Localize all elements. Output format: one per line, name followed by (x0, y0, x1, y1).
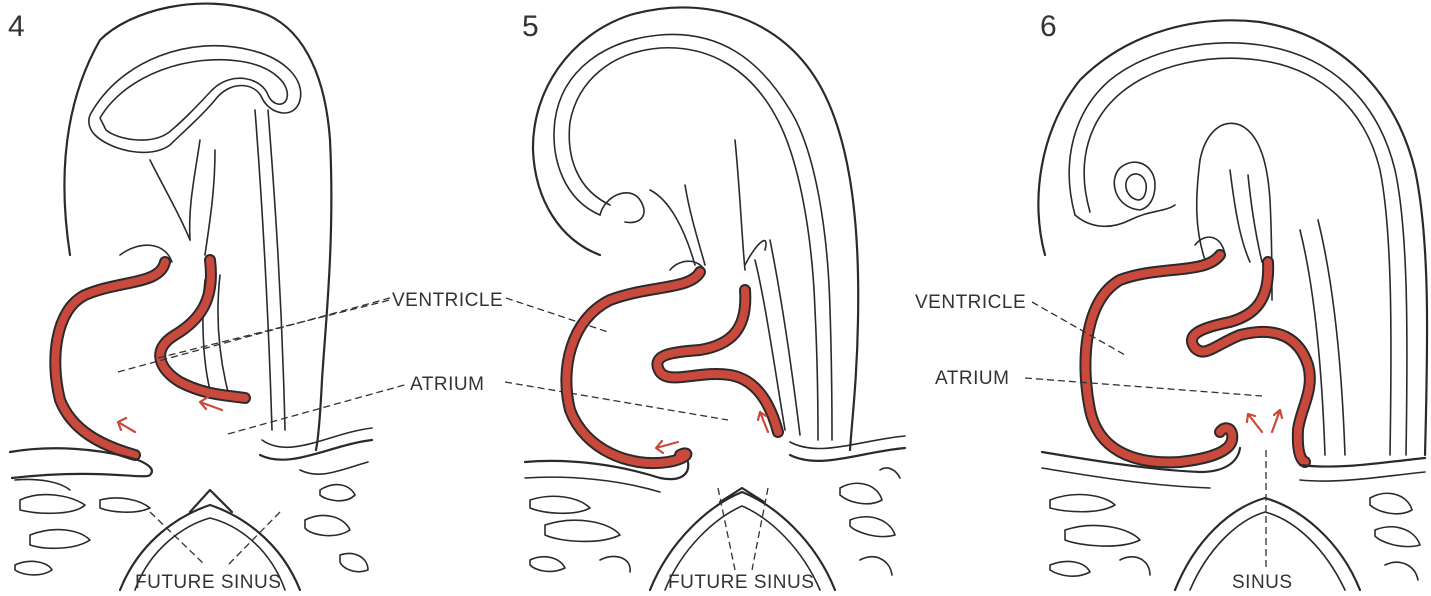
panel-6-vessel-6 (1375, 527, 1420, 547)
panel-4-vessel-9 (300, 462, 368, 474)
panel-5-heart-inner (657, 290, 778, 432)
panel-5-vessel-8 (880, 468, 900, 478)
panel-5-foregut-cap (600, 193, 644, 223)
panel-5-body-wall-right-2 (790, 436, 905, 449)
panel-4-vessel-7 (340, 553, 368, 571)
panel-4-atrium-label: ATRIUM (410, 374, 484, 395)
panel-6-foregut-inner-2 (1248, 175, 1262, 262)
panel-5-foregut-2 (685, 185, 705, 265)
panel-5-heart-inner-red (657, 290, 778, 432)
panel-6-arrow-right (1272, 410, 1282, 432)
panel-5-body-wall-right (790, 448, 905, 461)
panel-6-ventricle-label: VENTRICLE (915, 292, 1026, 313)
panel-4-number: 4 (8, 10, 25, 43)
panel-4: 4 (8, 4, 408, 593)
panel-6-foregut-left (1197, 160, 1205, 260)
panel-4-vessel-5 (320, 485, 355, 501)
panel-4-sinus-peak (190, 490, 232, 512)
panel-4-vessel-6 (305, 515, 350, 535)
panel-6-heart-inner (1192, 262, 1310, 462)
panel-6-atrium-leader (1025, 378, 1262, 396)
panel-6-foregut-inner (1230, 170, 1250, 262)
panel-4-foregut-left (150, 160, 190, 240)
panel-6-vessel-7 (1385, 562, 1418, 580)
panel-6-ventricle-leader (1032, 302, 1125, 355)
panel-5-vessel-7 (860, 557, 892, 575)
panel-4-vessel-1 (20, 495, 85, 514)
panel-4-foregut-mid (190, 140, 200, 240)
panel-4-dorsal-line-1 (255, 110, 272, 430)
panel-6-eye-inner (1126, 174, 1146, 200)
panel-6-atrium-label: ATRIUM (935, 368, 1009, 389)
panel-5-atrium-leader (505, 382, 728, 420)
panel-4-embryo-outline (64, 4, 331, 450)
panel-5-sinus-label: FUTURE SINUS (668, 572, 814, 593)
panel-4-arrow-left (118, 418, 135, 432)
panel-4-vessel-4 (100, 498, 150, 512)
panel-5-number: 5 (522, 10, 539, 43)
panel-5: 5 FUTURE SINUS (522, 7, 905, 593)
panel-4-ventricle-label: VENTRICLE (392, 290, 503, 311)
panel-6-body-wall-right (1300, 458, 1425, 467)
panel-4-foregut-right (205, 150, 215, 255)
panel-6-vessel-3 (1050, 561, 1090, 576)
panel-4-sinus-label: FUTURE SINUS (135, 572, 281, 593)
panel-5-heart-outer-red (566, 272, 700, 463)
panel-5-vessel-6 (850, 517, 895, 537)
panel-6-vessel-4 (1120, 557, 1150, 575)
panel-4-vessel-2 (30, 530, 90, 549)
panel-6-vessel-2 (1065, 525, 1140, 546)
panel-6-number: 6 (1040, 10, 1057, 43)
panel-5-vessel-5 (840, 483, 882, 503)
panel-6: 6 VENTRICLE (915, 10, 1427, 593)
panel-6-eye-outer (1114, 162, 1155, 210)
panel-6-arrow-left (1247, 414, 1262, 432)
panel-6-vessel-5 (1370, 493, 1412, 513)
panel-6-vessel-1 (1050, 495, 1115, 512)
panel-4-vessel-8 (15, 479, 70, 490)
panel-6-head-fold-bottom (1075, 205, 1175, 226)
panel-5-foregut-3 (735, 140, 745, 270)
panel-4-sinus-leader-right (228, 512, 280, 565)
panel-5-vessel-4 (600, 556, 630, 572)
panel-6-head-fold-inner (1084, 58, 1391, 455)
panel-6-dorsal-2 (1318, 220, 1345, 455)
panel-6-head-fold (1069, 43, 1407, 455)
panel-5-vessel-3 (530, 557, 565, 572)
panel-5-body-wall-left-2 (525, 477, 660, 492)
panel-6-embryo-outline (1038, 20, 1427, 455)
panel-6-heart-outer-red (1085, 255, 1232, 462)
panel-6-sinus-label: SINUS (1232, 572, 1293, 593)
panel-5-arrow-left (656, 441, 678, 453)
panel-4-vessel-3 (15, 561, 52, 575)
panel-5-vessel-2 (545, 520, 620, 541)
panel-6-body-wall-right-2 (1300, 472, 1425, 481)
panel-4-dorsal-line-4 (218, 275, 228, 392)
panel-5-vessel-1 (530, 496, 590, 513)
